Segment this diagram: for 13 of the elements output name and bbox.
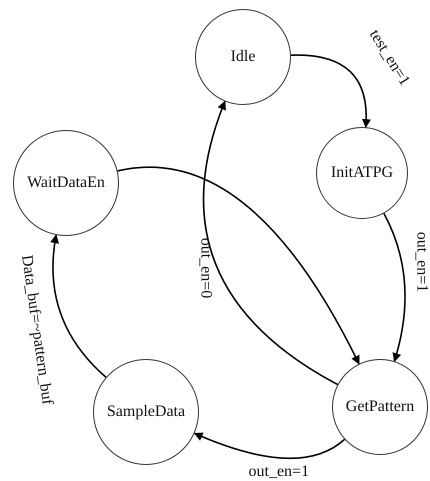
state-name: Idle: [230, 48, 256, 66]
transition-arrow: [290, 54, 371, 128]
transition-arrow: [203, 100, 338, 386]
state-name: GetPattern: [346, 398, 414, 416]
edge-label: out_en=1: [412, 232, 429, 292]
state-name: InitATPG: [330, 164, 394, 182]
transition-arrow: [117, 166, 360, 365]
state-name: WaitDataEn: [27, 174, 105, 192]
state-name: SampleData: [106, 403, 186, 421]
edge-label: out_en=1: [248, 464, 310, 480]
edge-label: out_en=0: [196, 238, 213, 298]
transition-arrow: [383, 213, 406, 362]
transition-arrow: [50, 234, 107, 378]
